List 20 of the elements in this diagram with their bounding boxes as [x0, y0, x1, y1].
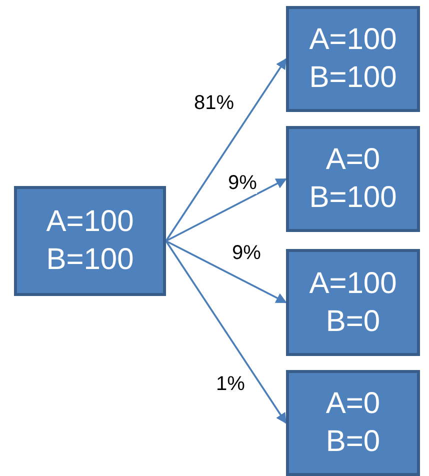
node-text: A=100	[309, 266, 397, 300]
node-text: B=100	[309, 181, 397, 215]
process-box	[286, 249, 420, 356]
arrow	[166, 240, 287, 304]
node-text: B=100	[309, 61, 397, 95]
node-text: A=0	[326, 143, 380, 177]
node-text: B=0	[326, 425, 380, 459]
process-box	[14, 186, 166, 296]
node-text: B=0	[326, 304, 380, 338]
process-box	[286, 370, 420, 476]
arrow	[165, 240, 287, 424]
node-text: B=100	[46, 243, 134, 277]
arrow	[165, 58, 287, 242]
process-box	[286, 6, 420, 112]
node-text: A=100	[309, 23, 397, 57]
edge-label: 9%	[228, 172, 257, 194]
node-text: A=0	[326, 387, 380, 421]
node-text: A=100	[46, 205, 134, 239]
process-box	[286, 126, 420, 232]
arrow	[166, 178, 287, 242]
